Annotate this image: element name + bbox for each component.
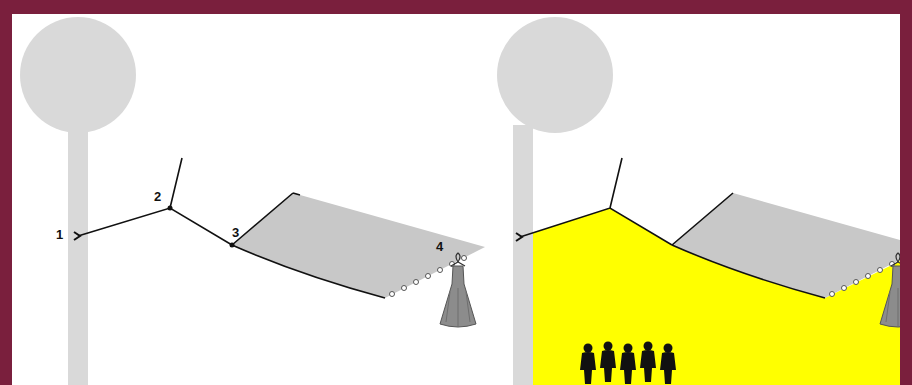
callout-number: 1	[56, 228, 63, 242]
callout-number: 3	[232, 226, 239, 240]
callout-number: 4	[436, 240, 443, 254]
callout-number: 2	[154, 190, 161, 204]
